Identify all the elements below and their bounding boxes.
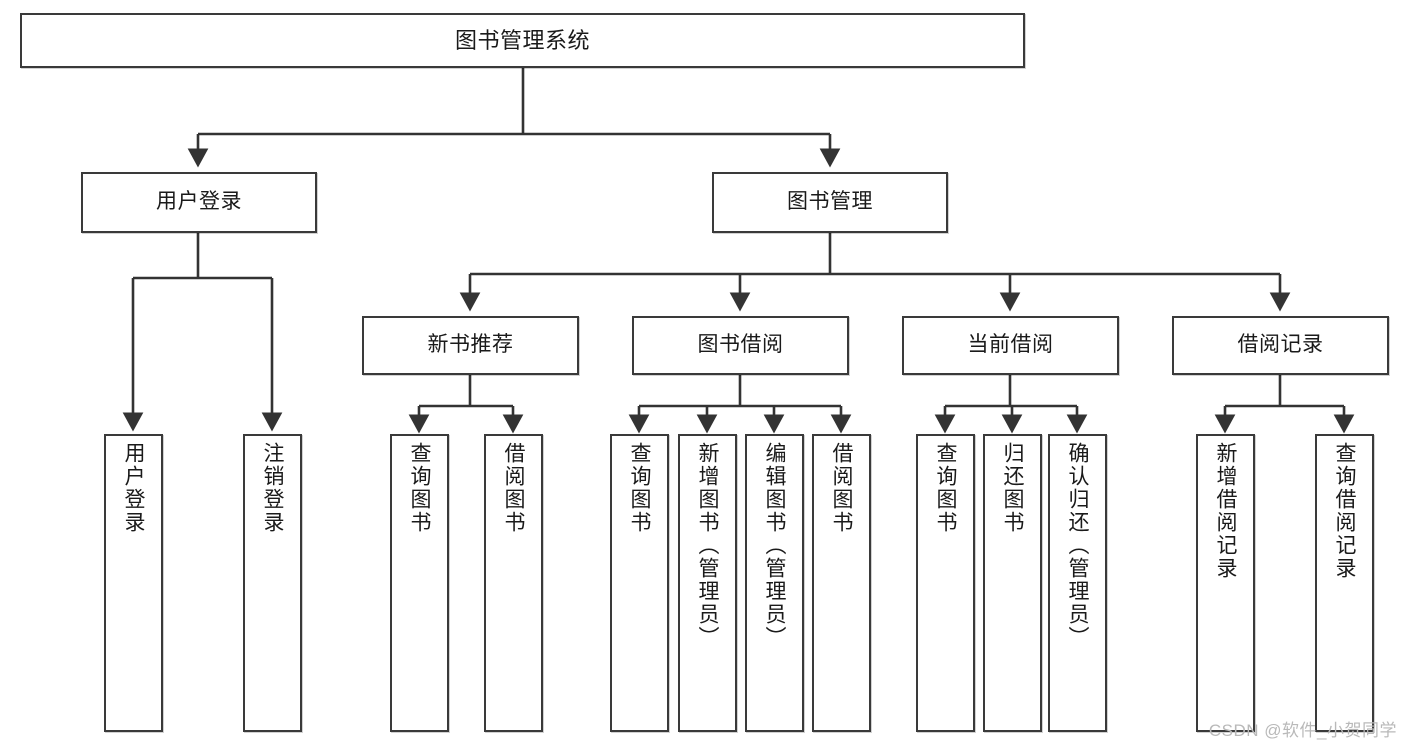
node-label: 借阅图书 <box>502 442 525 534</box>
node-label: 查询图书 <box>934 442 957 534</box>
node-label: 新书推荐 <box>427 333 514 357</box>
node-leaf-borrow-book-1[interactable]: 借阅图书 <box>484 434 543 732</box>
node-leaf-add-record[interactable]: 新增借阅记录 <box>1196 434 1255 732</box>
node-label: 归还图书 <box>1001 442 1024 534</box>
node-leaf-borrow-book-2[interactable]: 借阅图书 <box>812 434 871 732</box>
node-label: 用户登录 <box>156 190 242 214</box>
node-label: 新增图书（管理员） <box>696 442 719 649</box>
node-leaf-edit-book[interactable]: 编辑图书（管理员） <box>745 434 804 732</box>
node-label: 图书管理系统 <box>454 27 590 53</box>
node-label: 图书借阅 <box>697 333 784 357</box>
node-leaf-query-book-2[interactable]: 查询图书 <box>610 434 669 732</box>
node-leaf-return-book[interactable]: 归还图书 <box>983 434 1042 732</box>
node-label: 编辑图书（管理员） <box>763 442 786 649</box>
node-current-borrow[interactable]: 当前借阅 <box>902 316 1119 375</box>
node-label: 查询图书 <box>408 442 431 534</box>
node-leaf-user-login[interactable]: 用户登录 <box>104 434 163 732</box>
node-label: 确认归还（管理员） <box>1066 442 1089 649</box>
node-book-manage[interactable]: 图书管理 <box>712 172 948 233</box>
node-leaf-logout[interactable]: 注销登录 <box>243 434 302 732</box>
node-leaf-query-record[interactable]: 查询借阅记录 <box>1315 434 1374 732</box>
node-borrow-record[interactable]: 借阅记录 <box>1172 316 1389 375</box>
node-label: 借阅图书 <box>830 442 853 534</box>
node-new-book-rec[interactable]: 新书推荐 <box>362 316 579 375</box>
node-leaf-query-book-3[interactable]: 查询图书 <box>916 434 975 732</box>
node-label: 查询图书 <box>628 442 651 534</box>
node-label: 图书管理 <box>787 190 873 214</box>
node-label: 借阅记录 <box>1237 333 1324 357</box>
node-leaf-confirm-return[interactable]: 确认归还（管理员） <box>1048 434 1107 732</box>
node-label: 用户登录 <box>122 442 145 534</box>
node-leaf-query-book-1[interactable]: 查询图书 <box>390 434 449 732</box>
node-user-login[interactable]: 用户登录 <box>81 172 317 233</box>
node-label: 查询借阅记录 <box>1333 442 1356 580</box>
node-label: 新增借阅记录 <box>1214 442 1237 580</box>
node-root-system[interactable]: 图书管理系统 <box>20 13 1025 68</box>
node-label: 注销登录 <box>261 442 284 534</box>
node-label: 当前借阅 <box>967 333 1054 357</box>
node-book-borrow[interactable]: 图书借阅 <box>632 316 849 375</box>
node-leaf-add-book[interactable]: 新增图书（管理员） <box>678 434 737 732</box>
